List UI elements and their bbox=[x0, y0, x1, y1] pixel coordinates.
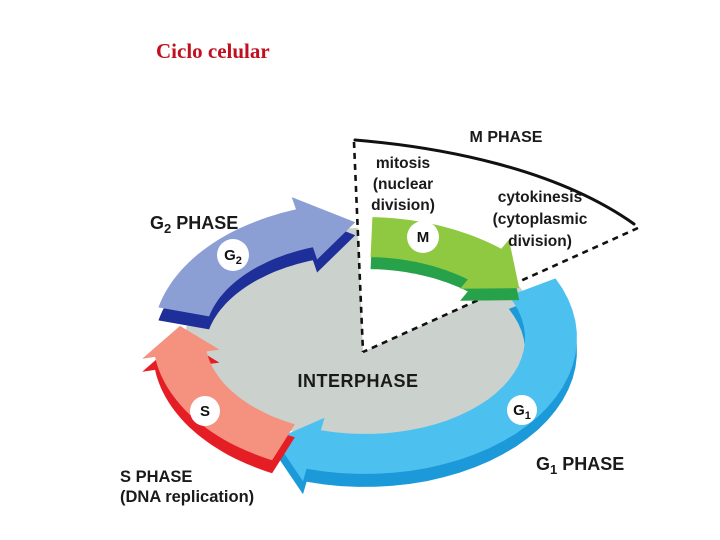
slide-title: Ciclo celular bbox=[156, 39, 270, 63]
mitosis-line-1: mitosis bbox=[376, 155, 430, 172]
s-arrow-top bbox=[142, 325, 295, 461]
g1-arrow-top bbox=[274, 278, 577, 482]
cytokinesis-line-3: division) bbox=[508, 233, 572, 250]
m-badge: M bbox=[407, 221, 439, 253]
m-phase-label: M PHASE bbox=[470, 129, 543, 146]
g1-badge-label: G1 bbox=[513, 402, 531, 422]
g2-arrow bbox=[158, 197, 356, 330]
mitosis-line-2: (nuclear bbox=[373, 176, 433, 193]
cytokinesis-line-2: (cytoplasmic bbox=[493, 211, 588, 228]
g1-arrow bbox=[274, 278, 577, 495]
interphase-label: INTERPHASE bbox=[297, 371, 418, 391]
g1-badge: G1 bbox=[507, 395, 537, 425]
m-phase-bracket-curve bbox=[353, 138, 636, 226]
mitosis-line-3: division) bbox=[371, 197, 435, 214]
s-badge: S bbox=[190, 396, 220, 426]
s-phase-label: S PHASE (DNA replication) bbox=[120, 468, 254, 506]
g1-phase-label: G1 PHASE bbox=[536, 454, 624, 477]
cytokinesis-label: cytokinesis (cytoplasmic division) bbox=[493, 189, 588, 250]
m-badge-label: M bbox=[417, 229, 430, 246]
wedge-dashed-line-left bbox=[352, 141, 365, 353]
g2-arrow-top bbox=[158, 197, 356, 317]
s-badge-circle bbox=[190, 396, 220, 426]
s-phase-line-1: S PHASE bbox=[120, 468, 192, 486]
mitosis-label: mitosis (nuclear division) bbox=[371, 155, 435, 214]
g2-badge: G2 bbox=[217, 239, 249, 271]
cytokinesis-line-1: cytokinesis bbox=[498, 189, 582, 206]
g2-badge-circle bbox=[217, 239, 249, 271]
s-badge-label: S bbox=[200, 403, 210, 420]
m-badge-circle bbox=[407, 221, 439, 253]
g1-badge-circle bbox=[507, 395, 537, 425]
g2-phase-label: G2 PHASE bbox=[150, 213, 238, 236]
g2-badge-label: G2 bbox=[224, 247, 242, 267]
g1-arrow-side bbox=[274, 291, 577, 495]
s-phase-line-2: (DNA replication) bbox=[120, 488, 254, 506]
